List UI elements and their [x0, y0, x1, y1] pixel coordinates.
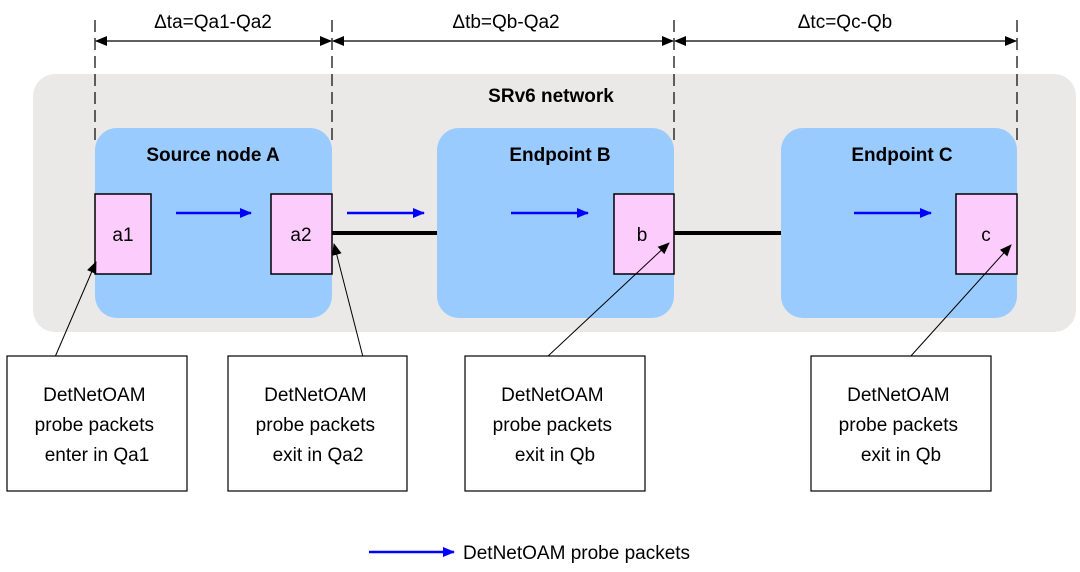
- callout-a1-line-2: probe packets: [35, 415, 154, 436]
- callout-c-line-1: DetNetOAM: [847, 385, 949, 406]
- callout-a1-line-3: enter in Qa1: [45, 445, 150, 466]
- network-label: SRv6 network: [488, 86, 614, 107]
- callout-a1-line-1: DetNetOAM: [43, 385, 145, 406]
- callout-b-line-1: DetNetOAM: [501, 385, 603, 406]
- callout-box-c: DetNetOAM probe packets exit in Qb: [810, 355, 992, 492]
- measure-label-ta: Δta=Qa1-Qa2: [154, 12, 272, 33]
- measure-label-tc: Δtc=Qc-Qb: [798, 12, 893, 33]
- port-a2: [270, 193, 333, 275]
- callout-box-b: DetNetOAM probe packets exit in Qb: [464, 355, 646, 492]
- callout-c-line-3: exit in Qb: [861, 445, 941, 466]
- callout-box-a2: DetNetOAM probe packets exit in Qa2: [227, 355, 408, 492]
- port-a1: [94, 193, 152, 275]
- callout-b-line-2: probe packets: [493, 415, 612, 436]
- callout-b-line-3: exit in Qb: [515, 445, 595, 466]
- port-b: [613, 193, 675, 275]
- callout-c-line-2: probe packets: [839, 415, 958, 436]
- callout-box-a1: DetNetOAM probe packets enter in Qa1: [6, 355, 188, 492]
- callout-pointer-a1: [54, 261, 97, 358]
- callout-pointer-b: [546, 242, 670, 358]
- endpoint-c-title: Endpoint C: [851, 145, 953, 166]
- callout-a2-line-1: DetNetOAM: [264, 385, 366, 406]
- callout-pointer-c: [909, 244, 1012, 358]
- callout-pointer-a2: [331, 243, 364, 358]
- endpoint-b-title: Endpoint B: [509, 145, 610, 166]
- svg-text:DetNetOAM probe packets: DetNetOAM probe packets exit in Qb: [839, 385, 964, 466]
- svg-text:DetNetOAM probe packets: DetNetOAM probe packets enter in Qa1: [35, 385, 160, 466]
- source-node-a-title: Source node A: [146, 145, 280, 166]
- measure-label-tb: Δtb=Qb-Qa2: [452, 12, 559, 33]
- port-c-label: c: [981, 225, 991, 246]
- port-b-label: b: [637, 225, 648, 246]
- svg-text:DetNetOAM probe packets: DetNetOAM probe packets exit in Qb: [493, 385, 618, 466]
- svg-text:DetNetOAM probe packets: DetNetOAM probe packets exit in Qa2: [256, 385, 381, 466]
- port-a1-label: a1: [112, 225, 133, 246]
- port-c: [955, 193, 1018, 275]
- callout-a2-line-2: probe packets: [256, 415, 375, 436]
- callout-a2-line-3: exit in Qa2: [273, 445, 364, 466]
- port-a2-label: a2: [290, 225, 311, 246]
- legend-label: DetNetOAM probe packets: [463, 543, 690, 564]
